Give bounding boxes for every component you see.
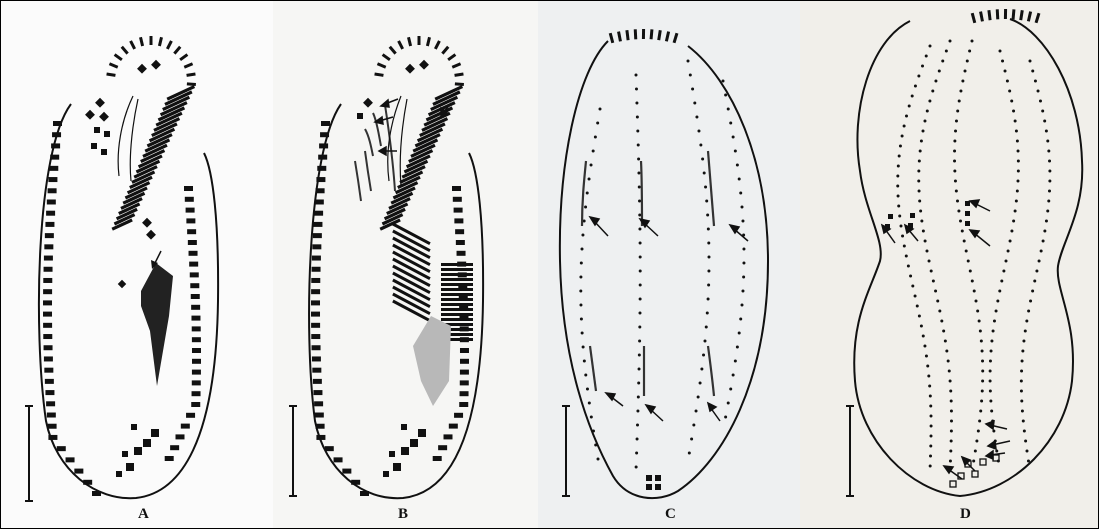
apical-membranelles-c xyxy=(609,29,679,43)
macronucleus-a xyxy=(141,263,173,386)
panel-a: A xyxy=(1,1,273,528)
dorsal-kineties-d xyxy=(896,40,1051,468)
anterior-primordia-c xyxy=(582,151,714,226)
dorsal-kineties-c xyxy=(579,60,745,469)
cell-outline-a xyxy=(39,104,218,498)
transverse-cirri-b xyxy=(383,424,426,477)
posterior-primordia-c xyxy=(590,346,714,396)
panel-a-drawing xyxy=(1,1,273,528)
panel-label-a: A xyxy=(138,506,149,523)
arrows-d xyxy=(882,200,1010,479)
panel-label-b: B xyxy=(398,506,408,523)
dividing-macronucleus-b xyxy=(413,316,451,406)
oral-primordia-b xyxy=(355,105,395,201)
panel-d: D xyxy=(800,1,1098,528)
right-marginal-row-a xyxy=(165,186,201,461)
panel-b: B xyxy=(273,1,538,528)
panel-c-drawing xyxy=(538,1,800,528)
panel-label-d: D xyxy=(960,506,971,523)
old-frontal-cirri-b xyxy=(357,60,429,119)
adoral-zone-a xyxy=(106,36,196,231)
apical-membranelles-d xyxy=(971,9,1041,23)
panel-label-c: C xyxy=(665,506,676,523)
transverse-cirri-a xyxy=(116,424,159,477)
panel-c: C xyxy=(538,1,800,528)
cell-outline-d xyxy=(854,19,1082,496)
adoral-zone-b xyxy=(374,36,464,231)
cell-outline-c xyxy=(560,41,768,498)
panel-b-drawing xyxy=(273,1,538,528)
panel-d-drawing xyxy=(800,1,1098,528)
left-marginal-row-a xyxy=(43,121,101,496)
caudal-cirri-c xyxy=(646,475,661,490)
left-marginal-row-b xyxy=(311,121,369,496)
arrows-c xyxy=(590,217,748,421)
undulating-membrane-a xyxy=(118,96,138,181)
